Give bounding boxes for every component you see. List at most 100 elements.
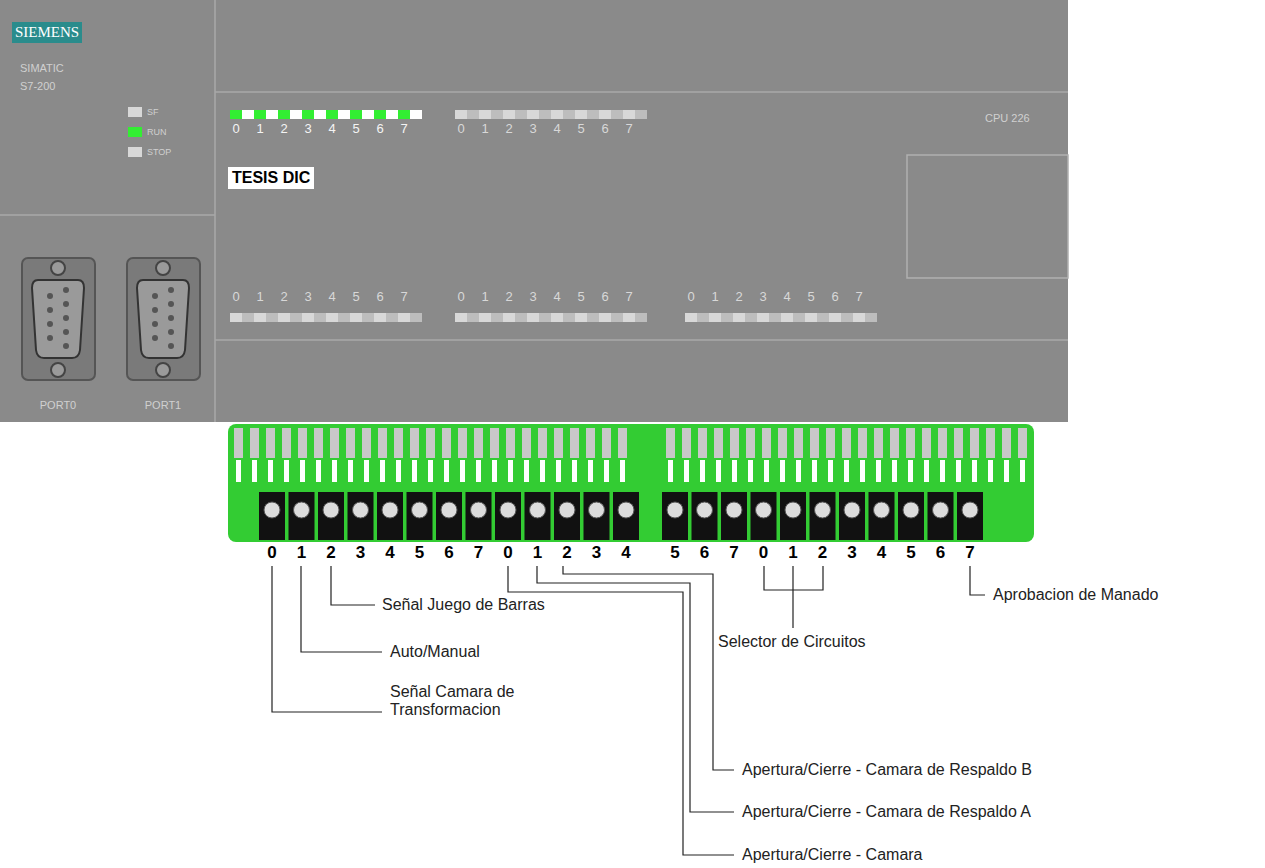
led-number: 3 [304, 290, 311, 305]
led-square [599, 110, 611, 119]
screw-terminal [751, 492, 777, 540]
comb-tooth [410, 428, 419, 458]
comb-tooth [826, 428, 835, 458]
terminal-number: 4 [877, 543, 886, 563]
comb-slot [972, 460, 977, 482]
comb-slot [748, 460, 753, 482]
led-gap [563, 313, 575, 322]
comb-slot [316, 460, 321, 482]
terminal-number: 0 [267, 543, 276, 563]
led-number: 5 [352, 122, 359, 137]
led-number: 3 [529, 122, 536, 137]
comb-slot [364, 460, 369, 482]
led-number: 1 [256, 290, 263, 305]
led-number: 6 [601, 122, 608, 137]
comb-slot [956, 460, 961, 482]
led-square [302, 313, 314, 322]
comb-slot [924, 460, 929, 482]
comb-slot [476, 460, 481, 482]
led-gap [338, 110, 350, 119]
terminal-number: 2 [562, 543, 571, 563]
terminal-number: 5 [415, 543, 424, 563]
led-gap [410, 110, 422, 119]
screw-head [500, 502, 516, 518]
led-gap [793, 313, 805, 322]
led-square [326, 110, 338, 119]
comb-slot [732, 460, 737, 482]
comb-tooth [266, 428, 275, 458]
screw-head [589, 502, 605, 518]
led-number: 7 [625, 290, 632, 305]
comb-slot [300, 460, 305, 482]
terminal-number: 5 [906, 543, 915, 563]
comb-tooth [1002, 428, 1011, 458]
led-gap [491, 313, 503, 322]
led-gap [611, 313, 623, 322]
led-gap [587, 313, 599, 322]
led-square [733, 313, 745, 322]
screw-terminal [810, 492, 836, 540]
led-square [278, 110, 290, 119]
comb-slot [332, 460, 337, 482]
title-tag: TESIS DIC [228, 167, 314, 189]
comb-slot [284, 460, 289, 482]
comb-tooth [730, 428, 739, 458]
comb-tooth [842, 428, 851, 458]
terminal-block [228, 424, 1034, 542]
screw-terminal [436, 492, 462, 540]
terminal-number: 0 [503, 543, 512, 563]
comb-slot [716, 460, 721, 482]
led-gap [721, 313, 733, 322]
comb-slot [588, 460, 593, 482]
comb-tooth [762, 428, 771, 458]
comb-tooth [698, 428, 707, 458]
led-number: 5 [352, 290, 359, 305]
terminal-number: 4 [621, 543, 630, 563]
screw-terminal [928, 492, 954, 540]
db9-port [127, 258, 200, 380]
comb-tooth [330, 428, 339, 458]
led-number: 4 [553, 122, 560, 137]
terminal-number: 1 [297, 543, 306, 563]
screw-terminal [839, 492, 865, 540]
led-number: 1 [481, 290, 488, 305]
screw-head [471, 502, 487, 518]
comb-slot [892, 460, 897, 482]
led-number: 6 [831, 290, 838, 305]
led-number: 7 [400, 122, 407, 137]
comb-slot [428, 460, 433, 482]
led-square [254, 313, 266, 322]
node-text: TESIS DIC [232, 169, 310, 187]
comb-tooth [554, 428, 563, 458]
led-square [350, 313, 362, 322]
comb-slot [684, 460, 689, 482]
comb-tooth [874, 428, 883, 458]
screw-head [874, 502, 890, 518]
comb-tooth [394, 428, 403, 458]
screw-head [264, 502, 280, 518]
led-number: 0 [457, 290, 464, 305]
screw-terminal [898, 492, 924, 540]
comb-slot [796, 460, 801, 482]
comb-tooth [810, 428, 819, 458]
comb-slot [812, 460, 817, 482]
screw-terminal [377, 492, 403, 540]
screw-terminal [259, 492, 285, 540]
comb-slot [556, 460, 561, 482]
led-gap [611, 110, 623, 119]
comb-slot [236, 460, 241, 482]
comb-slot [268, 460, 273, 482]
screw-terminal [662, 492, 688, 540]
comb-slot [348, 460, 353, 482]
led-number: 1 [256, 122, 263, 137]
led-square [575, 313, 587, 322]
terminal-number: 7 [965, 543, 974, 563]
comb-slot [828, 460, 833, 482]
led-square [455, 313, 467, 322]
led-number: 2 [280, 290, 287, 305]
led-bars [230, 110, 877, 322]
comb-slot [380, 460, 385, 482]
led-number: 3 [529, 290, 536, 305]
led-square [374, 110, 386, 119]
comb-slot [700, 460, 705, 482]
